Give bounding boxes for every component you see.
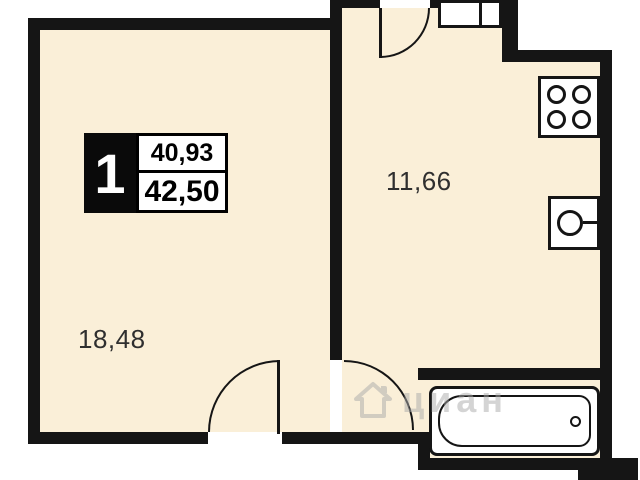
wall-left	[28, 18, 40, 444]
wall-interior-vertical	[330, 0, 342, 360]
stove-burner-icon	[572, 85, 591, 104]
living-room-area-label: 18,48	[78, 324, 146, 354]
wall-top-balcony-a	[342, 0, 380, 8]
stove-burner-icon	[547, 85, 566, 104]
area-primary-value: 40,93	[136, 133, 228, 173]
wall-top-living	[28, 18, 342, 30]
stove-icon	[538, 76, 600, 138]
stove-burner-icon	[572, 110, 591, 129]
wall-bathroom-bottom	[418, 458, 612, 470]
wall-top-balcony-b	[430, 0, 438, 8]
kitchen-area-label: 11,66	[386, 166, 452, 196]
area-secondary-value: 42,50	[136, 170, 228, 213]
wall-bathroom-top	[418, 368, 612, 380]
balcony-door-leaf	[379, 8, 382, 58]
wall-bottom-center	[282, 432, 418, 444]
wall-balcony-pier	[502, 0, 518, 62]
badge-areas: 40,93 42,50	[136, 133, 228, 213]
bathtub-drain-icon	[570, 416, 581, 427]
room-count-badge: 1	[84, 133, 136, 213]
window-block	[438, 0, 502, 28]
window-divider	[479, 3, 482, 25]
bathtub-icon	[429, 386, 600, 456]
wall-bottom-left	[28, 432, 208, 444]
sink-tap-icon	[583, 221, 597, 224]
apartment-badge: 1 40,93 42,50	[84, 133, 228, 213]
bathtub-inner-icon	[438, 395, 591, 447]
kitchen-sink-icon	[548, 196, 600, 250]
living-room-floor	[40, 30, 330, 432]
entry-door-leaf	[277, 360, 280, 434]
stove-burner-icon	[547, 110, 566, 129]
duct-block	[578, 458, 638, 480]
wall-right	[600, 50, 612, 470]
wall-kitchen-top	[510, 50, 612, 62]
sink-bowl-icon	[557, 210, 583, 236]
